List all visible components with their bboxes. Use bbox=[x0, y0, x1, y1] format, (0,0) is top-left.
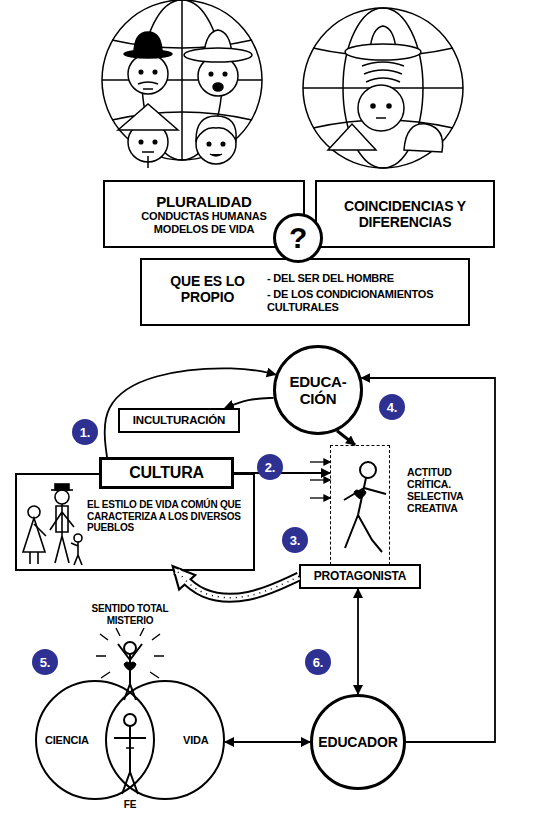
connector-arrow bbox=[358, 589, 359, 694]
node-label: CULTURA bbox=[129, 464, 204, 482]
process-box: INCULTURACIÓN bbox=[118, 408, 240, 433]
callout-number: 1. bbox=[72, 419, 98, 445]
callout-number: 5. bbox=[32, 649, 58, 675]
question-box: QUE ES LO PROPIO - DEL SER DEL HOMBRE - DE… bbox=[140, 258, 470, 326]
process-circle: EDUCA- CIÓN bbox=[273, 345, 363, 435]
face bbox=[328, 26, 443, 152]
face bbox=[196, 116, 236, 164]
callout-number: 3. bbox=[282, 527, 308, 553]
node-label: VIDA bbox=[183, 734, 223, 747]
node-label: INCULTURACIÓN bbox=[133, 414, 225, 427]
callout-number: 4. bbox=[379, 394, 405, 420]
callout-number: 6. bbox=[305, 649, 331, 675]
note-label: FE bbox=[115, 799, 145, 811]
node-label: ACTITUD CRÍTICA. SELECTIVA CREATIVA bbox=[407, 466, 477, 514]
dashed-frame: ACTITUD CRÍTICA. SELECTIVA CREATIVAPROTA… bbox=[330, 445, 390, 570]
concept-box: EL ESTILO DE VIDA COMÚN QUE CARACTERIZA … bbox=[15, 473, 255, 571]
node-label: EDUCA- CIÓN bbox=[282, 373, 354, 408]
globe bbox=[303, 8, 463, 168]
connector-arrow bbox=[337, 431, 355, 445]
node-label: EDUCADOR bbox=[318, 734, 397, 750]
input-arrows bbox=[310, 459, 330, 501]
people-figure bbox=[23, 484, 82, 565]
concept-box: CULTURA bbox=[99, 457, 234, 489]
connector-arrow bbox=[225, 742, 310, 743]
concept-box: PROTAGONISTA bbox=[299, 564, 421, 589]
globe bbox=[102, 0, 262, 160]
node-label: ? bbox=[289, 221, 307, 256]
callout-number: 2. bbox=[257, 454, 283, 480]
node-label: EL ESTILO DE VIDA COMÚN QUE CARACTERIZA … bbox=[87, 499, 250, 534]
node-label: CONDUCTAS HUMANAS MODELOS DE VIDA bbox=[129, 210, 279, 235]
connector-arrow bbox=[177, 571, 299, 598]
node-label: - DE LOS CONDICIONAMIENTOS CULTURALES bbox=[267, 288, 462, 313]
process-circle: EDUCADOR bbox=[310, 694, 406, 790]
faith-figure bbox=[114, 714, 146, 794]
note-label: SENTIDO TOTAL MISTERIO bbox=[85, 603, 175, 626]
connector-arrow bbox=[361, 378, 495, 742]
connector-arrow bbox=[105, 368, 276, 457]
node-label: - DEL SER DEL HOMBRE bbox=[267, 272, 462, 285]
meaning-figure bbox=[96, 628, 164, 700]
connector-arrow bbox=[225, 398, 274, 408]
venn-circle: CIENCIA bbox=[35, 680, 155, 800]
node-label: PLURALIDAD bbox=[156, 193, 252, 210]
face bbox=[118, 104, 178, 168]
concept-box: COINCIDENCIAS Y DIFERENCIAS bbox=[315, 180, 495, 248]
venn-circle: VIDA bbox=[105, 680, 225, 800]
face bbox=[184, 30, 252, 96]
protagonist-figure bbox=[344, 462, 386, 552]
node-label: CIENCIA bbox=[45, 734, 107, 747]
node-label: COINCIDENCIAS Y DIFERENCIAS bbox=[330, 198, 480, 230]
node-label: PROTAGONISTA bbox=[314, 570, 407, 584]
node-label: QUE ES LO PROPIO bbox=[160, 273, 255, 305]
connector-arrow bbox=[234, 473, 330, 474]
face bbox=[124, 32, 172, 94]
question-circle: ? bbox=[273, 213, 323, 263]
